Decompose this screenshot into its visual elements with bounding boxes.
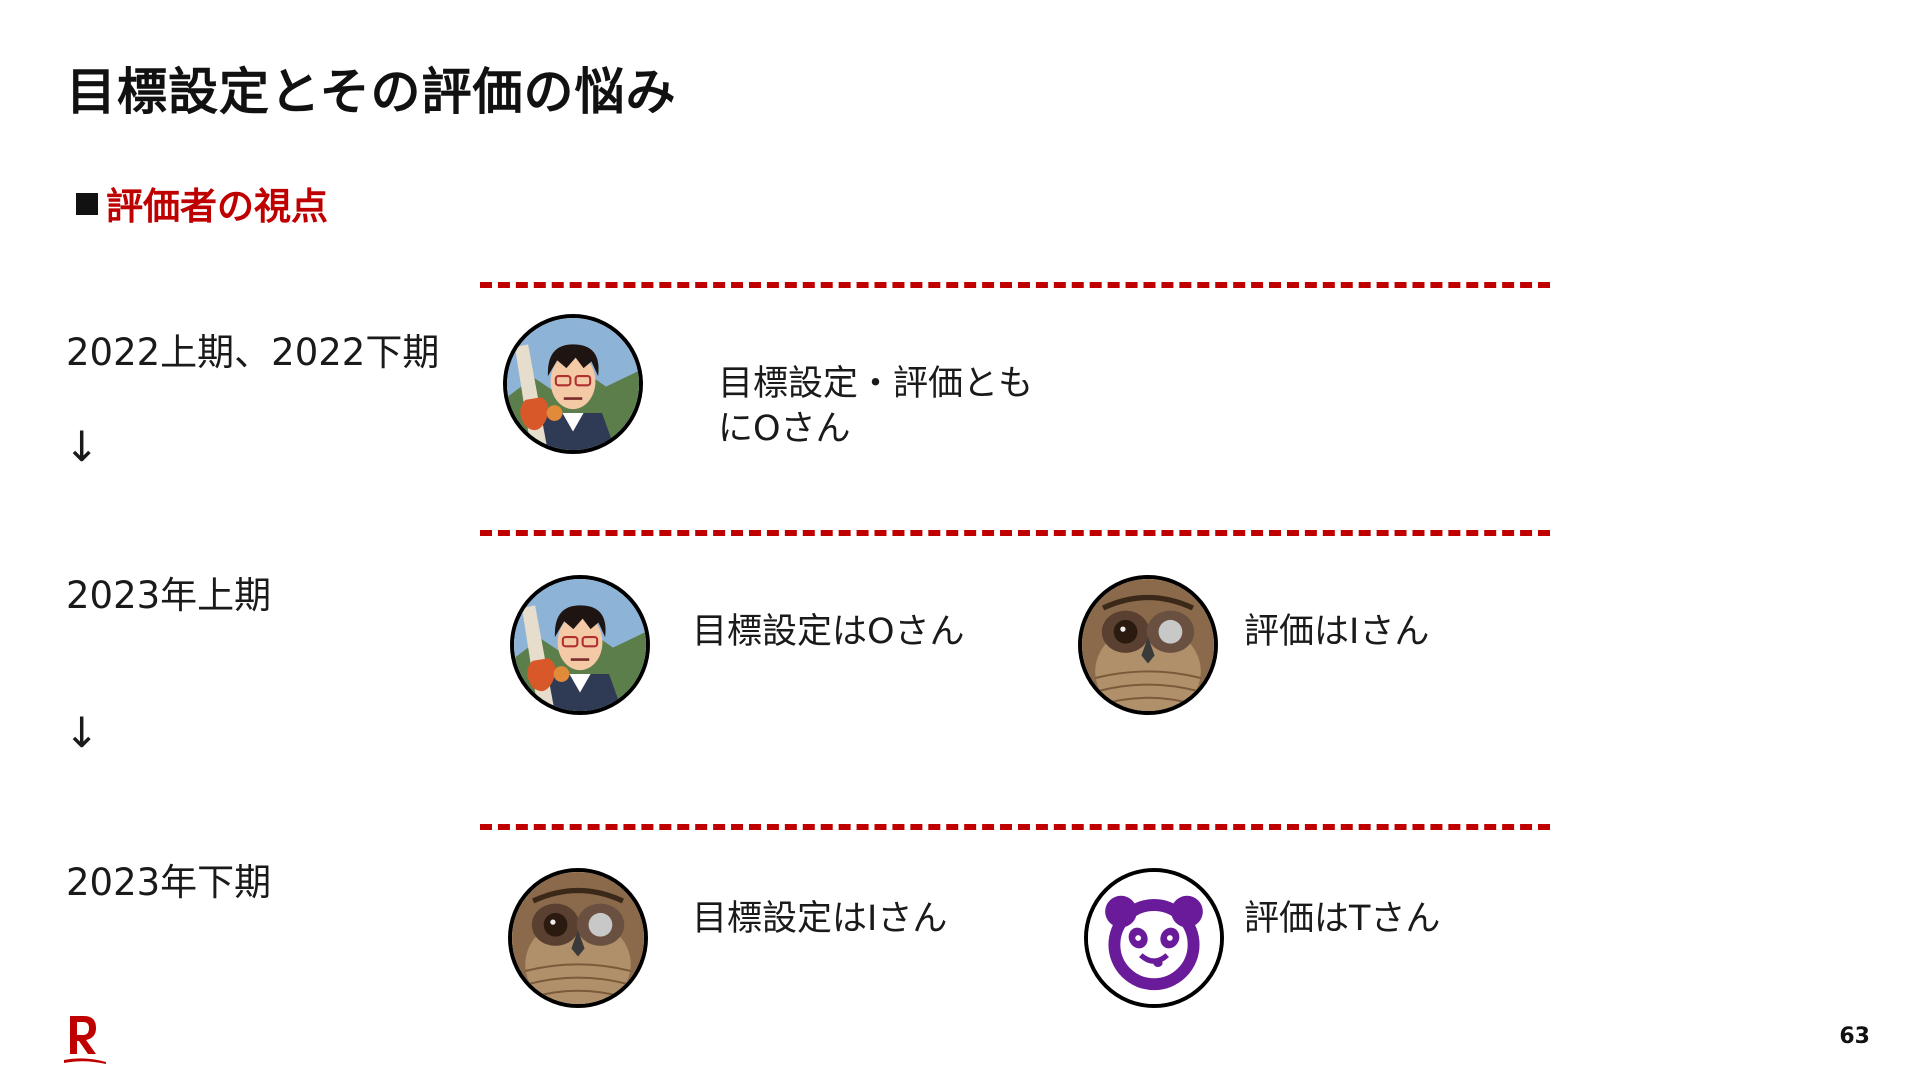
guitarist-man-avatar-icon	[510, 575, 650, 715]
dashed-separator	[480, 824, 1550, 830]
goal-setter-text: 目標設定はIさん	[692, 899, 948, 939]
page-title: 目標設定とその評価の悩み	[66, 63, 677, 121]
bullet-square-icon	[76, 193, 98, 215]
row1-text-line1: 目標設定・評価とも	[718, 364, 1034, 404]
guitarist-man-avatar-icon	[503, 314, 643, 454]
owl-avatar-icon	[1078, 575, 1218, 715]
dashed-separator	[480, 282, 1550, 288]
period-label-2023h2: 2023年下期	[66, 861, 272, 904]
period-label-2023h1: 2023年上期	[66, 574, 272, 617]
period-label-2022: 2022上期、2022下期	[66, 331, 440, 374]
evaluator-text: 評価はIさん	[1244, 612, 1430, 652]
evaluator-text: 評価はTさん	[1244, 899, 1441, 939]
panda-avatar-icon	[1084, 868, 1224, 1008]
down-arrow-icon: ↓	[64, 422, 100, 471]
rakuten-r-logo-icon	[64, 1016, 106, 1064]
row1-text-line2: にOさん	[718, 409, 851, 449]
down-arrow-icon: ↓	[64, 708, 100, 757]
section-heading-text: 評価者の視点	[106, 185, 328, 228]
owl-avatar-icon	[508, 868, 648, 1008]
dashed-separator	[480, 530, 1550, 536]
page-number: 63	[1839, 1024, 1870, 1049]
goal-setter-text: 目標設定はOさん	[692, 612, 965, 652]
section-heading: 評価者の視点	[76, 176, 328, 230]
